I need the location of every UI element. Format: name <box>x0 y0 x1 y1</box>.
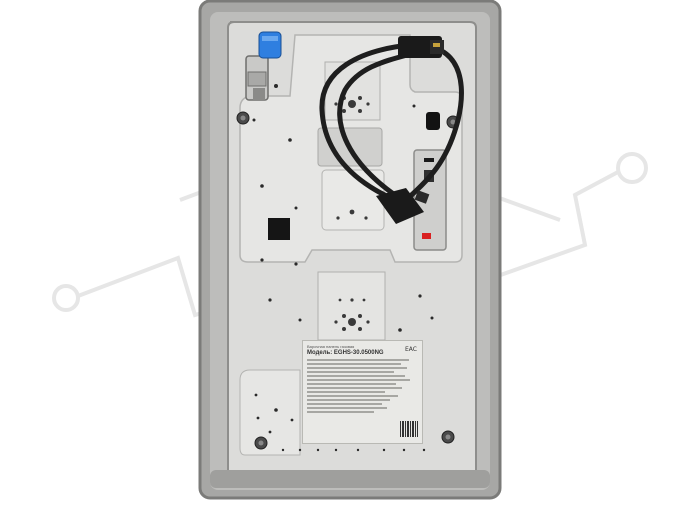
blue-cap <box>258 31 282 59</box>
burner-holes-middle <box>336 209 368 220</box>
bottom-vent-holes <box>281 448 426 452</box>
square-cutout <box>268 218 290 240</box>
barcode <box>400 421 418 437</box>
rating-label-text-lines <box>307 359 418 413</box>
rating-label: Варочная панель газовая Модель: EGHS-30.… <box>302 340 423 444</box>
screws <box>236 111 460 450</box>
window-cutout <box>426 112 440 130</box>
plug-bottom <box>376 188 430 224</box>
punched-holes <box>252 84 435 434</box>
burner-cup-upper <box>324 61 381 121</box>
burner-holes-lower <box>334 298 370 331</box>
gas-inlet-fitting <box>245 31 282 101</box>
plug-top <box>398 36 444 58</box>
red-indicator <box>422 233 431 239</box>
rating-label-top-text: Варочная панель газовая <box>307 344 355 349</box>
burner-cup-lower <box>317 271 386 341</box>
eac-mark: EAC <box>405 346 417 353</box>
rating-label-model: Модель: EGHS-30.0500NG <box>307 350 384 356</box>
